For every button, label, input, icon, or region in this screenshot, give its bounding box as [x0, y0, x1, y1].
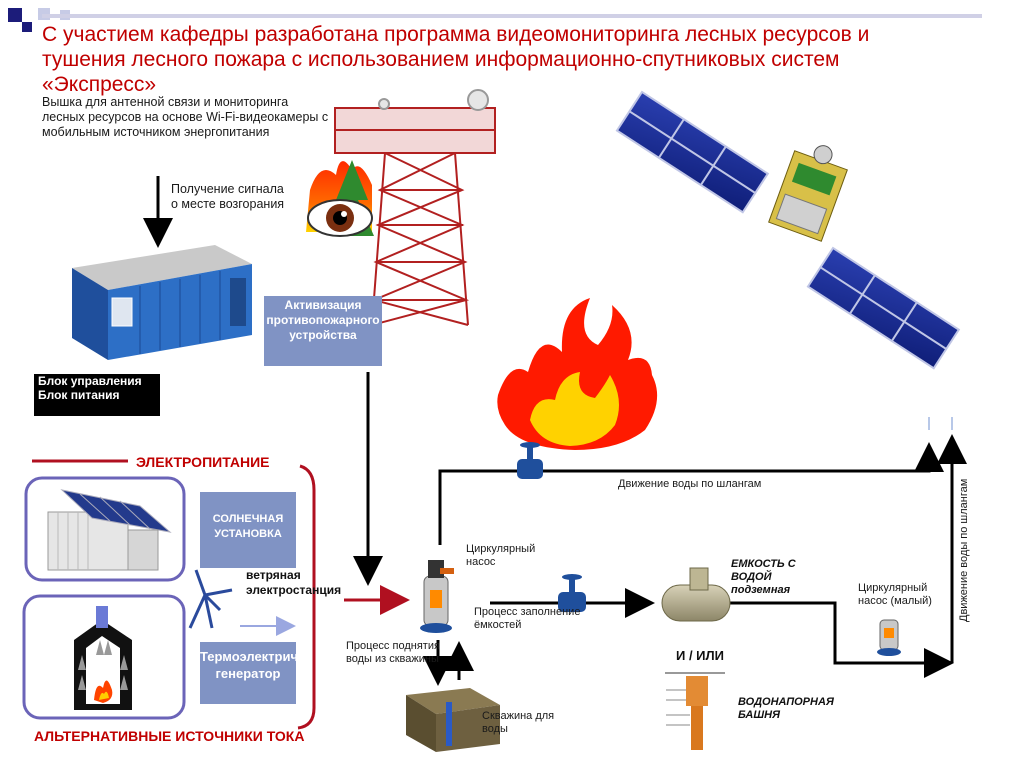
- circular-pump-label: Циркулярный насос: [466, 543, 536, 568]
- solar-frame: [24, 476, 186, 582]
- alt-sources-label: АЛЬТЕРНАТИВНЫЕ ИСТОЧНИКИ ТОКА: [34, 728, 305, 744]
- power-label: ЭЛЕКТРОПИТАНИЕ: [136, 454, 270, 470]
- signal-label: Получение сигнала о месте возгорания: [171, 182, 285, 211]
- thermo-generator-illustration: [74, 606, 132, 710]
- thermo-frame: [22, 594, 186, 720]
- power-bracket: [32, 459, 316, 730]
- underground-tank-icon: [661, 567, 731, 622]
- water-hoses-vertical-label: Движение воды по шлангам: [958, 478, 970, 622]
- control-block-label: Блок управления: [38, 374, 142, 388]
- fire-illustration: [497, 298, 658, 450]
- small-pump-label: Циркулярный насос (малый): [858, 582, 932, 607]
- activation-box: Активизация противопожарного устройства: [264, 296, 382, 366]
- water-hoses-label: Движение воды по шлангам: [618, 478, 762, 490]
- water-tower-label: ВОДОНАПОРНАЯ БАШНЯ: [738, 696, 834, 721]
- title-line-2: тушения лесного пожара с использованием …: [42, 48, 840, 71]
- circular-pump-icon: [420, 560, 454, 633]
- power-block-label: Блок питания: [38, 388, 120, 402]
- title-bar: [42, 14, 982, 18]
- eye-fire-icon: [306, 160, 374, 237]
- tower-illustration: [334, 89, 496, 326]
- control-block-box: Блок управления Блок питания: [34, 374, 160, 416]
- container-illustration: [72, 245, 252, 360]
- tower-description: Вышка для антенной связи и мониторинга л…: [42, 95, 329, 139]
- well-icon: [406, 688, 500, 752]
- valve-top-icon: [517, 442, 543, 479]
- and-or-label: И / ИЛИ: [676, 648, 724, 663]
- fill-process-label: Процесс заполнение ёмкостей: [474, 606, 581, 631]
- small-pump-icon: [877, 619, 901, 656]
- valve-mid-icon: [558, 574, 586, 612]
- wind-turbine-illustration: [188, 569, 233, 629]
- tank-label: ЕМКОСТЬ С ВОДОЙ подземная: [731, 558, 796, 596]
- hose-ticks: [928, 417, 953, 430]
- satellite-illustration: [615, 90, 961, 370]
- well-label: Скважина для воды: [482, 710, 555, 735]
- wind-label: ветряная электростанция: [246, 568, 342, 597]
- thermo-box: Термоэлектрический генератор: [200, 642, 296, 704]
- title-line-1: С участием кафедры разработана программа…: [42, 23, 870, 46]
- title-line-3: «Экспресс»: [42, 73, 157, 96]
- solar-box: СОЛНЕЧНАЯ УСТАНОВКА: [200, 492, 296, 568]
- solar-container-illustration: [47, 489, 172, 571]
- page-title: С участием кафедры разработана программа…: [42, 22, 982, 97]
- lift-process-label: Процесс поднятия воды из скважины: [346, 640, 440, 665]
- water-tower-icon: [665, 672, 725, 750]
